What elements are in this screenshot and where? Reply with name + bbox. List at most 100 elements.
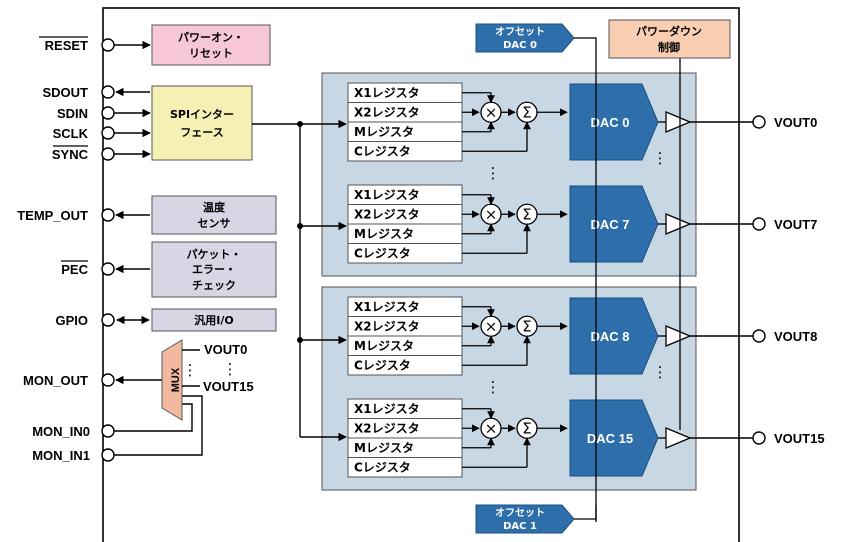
pin-sync — [101, 147, 115, 161]
svg-text:パワーダウン: パワーダウン — [636, 24, 702, 38]
pin-label-gpio: GPIO — [55, 313, 88, 328]
pin-vout7 — [752, 217, 766, 231]
register-label: X2レジスタ — [354, 208, 420, 222]
mux-input-vout15: VOUT15 — [203, 379, 254, 394]
pin-mon-out — [101, 373, 115, 387]
register-label: Cレジスタ — [354, 359, 411, 373]
register-label: X1レジスタ — [354, 402, 420, 416]
pin-label-vout8: VOUT8 — [774, 329, 817, 344]
ellipsis-output-top: ⋮ — [653, 149, 668, 167]
register-label: X2レジスタ — [354, 422, 420, 436]
register-label: Mレジスタ — [354, 339, 414, 353]
dac-block — [569, 185, 659, 263]
pin-label-pec: PEC — [61, 262, 88, 277]
pin-label-vout0: VOUT0 — [774, 115, 817, 130]
mux-input-vout0: VOUT0 — [204, 342, 247, 357]
offset-dac1-block: オフセット DAC 1 — [475, 504, 575, 534]
temp-sensor-block: 温度 センサ — [151, 195, 277, 235]
temp-sensor-label-2: センサ — [198, 217, 231, 230]
pec-label-1: パケット・ — [187, 248, 242, 261]
svg-text:×: × — [485, 317, 498, 335]
svg-text:DAC 0: DAC 0 — [503, 40, 537, 51]
mux: MUX VOUT0 VOUT15 ⋮ ⋮ — [161, 339, 254, 421]
mux-label: MUX — [170, 367, 182, 392]
output-buffer-icon — [665, 111, 692, 133]
ellipsis-ops-bottom: ⋮ — [486, 378, 501, 396]
mux-dots-1: ⋮ — [183, 361, 198, 379]
dac-label: DAC 0 — [590, 115, 629, 130]
svg-text:オフセット: オフセット — [495, 26, 545, 38]
pin-label-reset: RESET — [45, 38, 88, 53]
pin-sdin — [101, 106, 115, 120]
pin-label-sclk: SCLK — [53, 126, 89, 141]
svg-text:Σ: Σ — [522, 103, 531, 121]
pin-label-sdout: SDOUT — [43, 85, 89, 100]
output-buffer-icon — [665, 325, 692, 347]
power-on-reset-block: パワーオン・ リセット — [151, 24, 271, 66]
register-label: Cレジスタ — [354, 247, 411, 261]
pin-label-mon-out: MON_OUT — [23, 373, 88, 388]
svg-text:DAC 1: DAC 1 — [503, 521, 537, 532]
register-label: X1レジスタ — [354, 188, 420, 202]
svg-text:オフセット: オフセット — [495, 507, 545, 519]
power-on-reset-label-2: リセット — [189, 47, 233, 60]
dac-block — [569, 399, 659, 477]
gpio-block: 汎用I/O — [151, 308, 277, 332]
svg-text:×: × — [485, 103, 498, 121]
svg-text:Σ: Σ — [522, 419, 531, 437]
pin-gpio — [101, 313, 115, 327]
dac-channel: X1レジスタ X2レジスタ Mレジスタ Cレジスタ × Σ DAC 15 VOUT15 — [347, 398, 825, 478]
temp-sensor-label-1: 温度 — [203, 200, 226, 214]
ellipsis-output-bottom: ⋮ — [653, 363, 668, 381]
register-label: X2レジスタ — [354, 320, 420, 334]
svg-text:Σ: Σ — [522, 205, 531, 223]
output-buffer-icon — [665, 427, 692, 449]
svg-text:×: × — [485, 419, 498, 437]
svg-text:Σ: Σ — [522, 317, 531, 335]
pin-vout0 — [752, 115, 766, 129]
pin-pec — [101, 262, 115, 276]
pin-vout8 — [752, 329, 766, 343]
spi-interface-label-1: SPIインター — [170, 108, 234, 121]
pin-label-sdin: SDIN — [57, 106, 88, 121]
output-buffer-icon — [665, 213, 692, 235]
register-label: X1レジスタ — [354, 86, 420, 100]
register-label: Mレジスタ — [354, 441, 414, 455]
pin-sdout — [101, 85, 115, 99]
dac-channel: X1レジスタ X2レジスタ Mレジスタ Cレジスタ × Σ DAC 7 VOUT7 — [347, 184, 817, 264]
ellipsis-ops-top: ⋮ — [486, 164, 501, 182]
register-label: Cレジスタ — [354, 461, 411, 475]
spi-interface-block: SPIインター フェース — [151, 85, 253, 161]
dac-label: DAC 15 — [587, 431, 633, 446]
svg-text:制御: 制御 — [658, 40, 680, 54]
dac-block — [569, 83, 659, 161]
spi-interface-label-2: フェース — [180, 126, 223, 139]
register-label: X1レジスタ — [354, 300, 420, 314]
pin-label-vout15: VOUT15 — [774, 431, 825, 446]
power-on-reset-label-1: パワーオン・ — [178, 31, 244, 44]
dac-block — [569, 297, 659, 375]
offset-dac0-block: オフセット DAC 0 — [475, 23, 575, 53]
mux-dots-2: ⋮ — [223, 360, 238, 378]
pin-label-vout7: VOUT7 — [774, 217, 817, 232]
svg-text:×: × — [485, 205, 498, 223]
packet-error-check-block: パケット・ エラー・ チェック — [151, 241, 277, 298]
register-label: X2レジスタ — [354, 106, 420, 120]
gpio-block-label: 汎用I/O — [194, 313, 233, 327]
pin-vout15 — [752, 431, 766, 445]
pin-reset — [101, 38, 115, 52]
register-label: Mレジスタ — [354, 227, 414, 241]
dac-label: DAC 8 — [590, 329, 629, 344]
pin-label-mon-in1: MON_IN1 — [32, 448, 90, 463]
pec-label-3: チェック — [192, 279, 236, 292]
pin-label-temp-out: TEMP_OUT — [17, 208, 88, 223]
pin-sclk — [101, 126, 115, 140]
dac-label: DAC 7 — [590, 217, 629, 232]
register-label: Mレジスタ — [354, 125, 414, 139]
pin-temp-out — [101, 208, 115, 222]
